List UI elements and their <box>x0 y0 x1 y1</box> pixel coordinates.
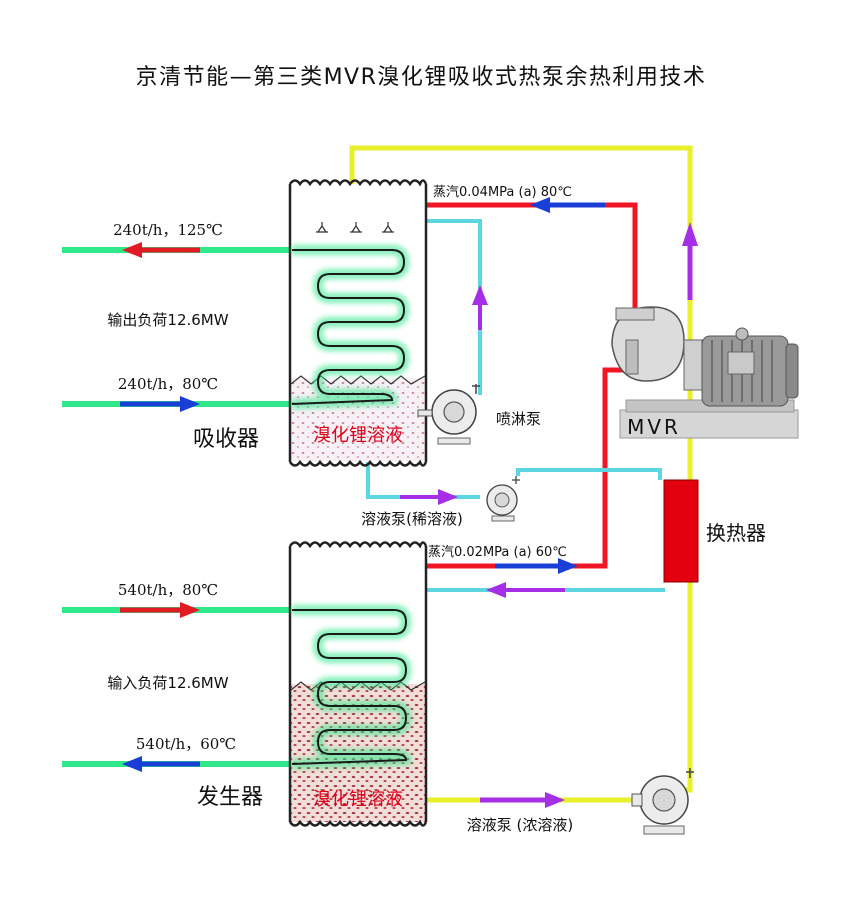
page-title: 京清节能—第三类MVR溴化锂吸收式热泵余热利用技术 <box>136 65 707 90</box>
generator-in-flow-label: 540t/h，80℃ <box>118 581 218 599</box>
heat-exchanger-label: 换热器 <box>706 521 766 545</box>
dilute-solution-pipe <box>366 462 665 598</box>
conc-solution-pipe <box>424 792 635 808</box>
up-arrow-icon <box>472 285 488 305</box>
absorber-vessel <box>288 179 428 467</box>
left-arrow-icon <box>122 242 142 258</box>
conc-pump-label: 溶液泵 (浓溶液) <box>467 816 573 834</box>
generator-solution-label: 溴化锂溶液 <box>313 789 403 810</box>
waste-water-in-pipe <box>62 602 290 618</box>
spray-pump-icon <box>417 384 480 445</box>
right-arrow-icon <box>545 792 565 808</box>
waste-water-out-pipe <box>62 756 290 772</box>
absorber-in-flow-label: 240t/h，80℃ <box>118 375 218 393</box>
steam-high-label: 蒸汽0.04MPa (a) 80℃ <box>433 185 572 200</box>
heat-exchanger-icon <box>663 479 699 583</box>
hot-water-out-pipe <box>62 242 290 258</box>
absorber-out-flow-label: 240t/h，125℃ <box>113 221 223 239</box>
steam-low-label: 蒸汽0.02MPa (a) 60℃ <box>428 545 567 560</box>
dilute-pump-label: 溶液泵(稀溶液) <box>361 510 463 528</box>
spray-nozzle-icon <box>316 222 394 233</box>
absorber-label: 吸收器 <box>193 427 259 452</box>
left-arrow-icon <box>486 582 506 598</box>
generator-out-flow-label: 540t/h，60℃ <box>136 735 236 753</box>
hot-water-in-pipe <box>62 396 290 412</box>
spray-pump-label: 喷淋泵 <box>496 410 541 428</box>
absorber-solution-label: 溴化锂溶液 <box>313 425 403 446</box>
generator-vessel <box>288 541 428 827</box>
dilute-pump-icon <box>486 476 520 522</box>
left-arrow-icon <box>530 197 550 213</box>
conc-pump-icon <box>631 768 694 835</box>
right-arrow-icon <box>558 558 578 574</box>
steam-pipe-high <box>426 197 638 315</box>
left-arrow-icon <box>122 756 142 772</box>
up-arrow-icon <box>682 222 698 246</box>
right-arrow-icon <box>438 489 458 505</box>
generator-label: 发生器 <box>197 785 263 810</box>
generator-load-label: 输入负荷12.6MW <box>107 674 228 692</box>
right-arrow-icon <box>180 602 200 618</box>
absorber-load-label: 输出负荷12.6MW <box>107 311 228 329</box>
mvr-label: MVR <box>627 415 681 439</box>
right-arrow-icon <box>180 396 200 412</box>
mvr-compressor-icon <box>611 306 799 439</box>
